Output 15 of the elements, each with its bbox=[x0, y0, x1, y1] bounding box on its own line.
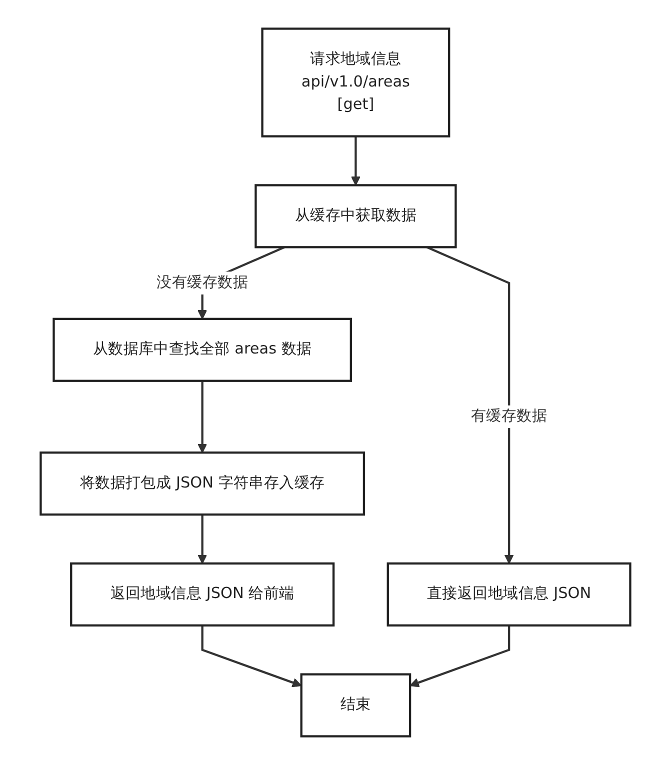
arrow bbox=[200, 625, 302, 688]
node-box: 返回地域信息 JSON 给前端 bbox=[70, 562, 334, 626]
node-box: 结束 bbox=[300, 673, 411, 738]
arrow bbox=[350, 136, 360, 186]
arrow bbox=[197, 514, 207, 564]
arrow bbox=[197, 380, 207, 454]
arrow bbox=[426, 246, 514, 564]
node-box: 直接返回地域信息 JSON bbox=[386, 562, 631, 626]
edge-label: 没有缓存数据 bbox=[156, 274, 248, 292]
node-box: 将数据打包成 JSON 字符串存入缓存 bbox=[39, 452, 365, 516]
node-box: 从缓存中获取数据 bbox=[254, 184, 456, 248]
node-box: 从数据库中查找全部 areas 数据 bbox=[52, 318, 352, 382]
edge-label: 有缓存数据 bbox=[470, 407, 547, 425]
arrow bbox=[409, 625, 510, 688]
node-box: 请求地域信息 api/v1.0/areas [get] bbox=[260, 28, 450, 138]
